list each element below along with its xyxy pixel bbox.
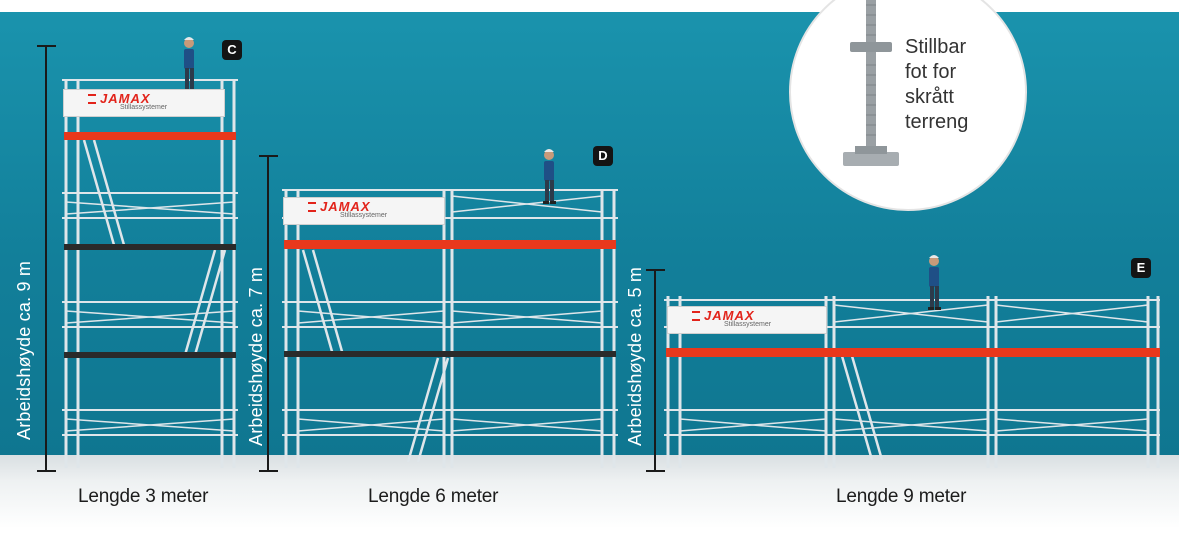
- brand-tagline: Stillassystemer: [340, 212, 388, 219]
- height-label-c: Arbeidshøyde ca. 9 m: [14, 260, 34, 440]
- caption-line-4: terreng: [905, 111, 969, 133]
- platform-c-mid: [64, 244, 236, 250]
- dimension-d: [259, 155, 278, 472]
- dimension-e: [646, 269, 665, 472]
- brand-name: JAMAX: [704, 308, 755, 323]
- badge-e: E: [1131, 258, 1151, 278]
- height-label-e: Arbeidshøyde ca. 5 m: [625, 266, 645, 446]
- dimension-c: [37, 45, 56, 472]
- brand-tagline: Stillassystemer: [120, 104, 168, 111]
- worker-c: [183, 37, 196, 92]
- height-label-d: Arbeidshøyde ca. 7 m: [246, 266, 266, 446]
- scaffold-tower-c: [62, 79, 238, 468]
- scaffold-tower-d: [282, 189, 618, 468]
- worker-d: [543, 149, 556, 204]
- platform-d-top: [284, 240, 616, 249]
- length-label-c: Lengde 3 meter: [78, 486, 209, 507]
- caption-line-1: Stillbar: [905, 36, 967, 58]
- length-label-d: Lengde 6 meter: [368, 486, 499, 507]
- brand-sign-c: JAMAX Stillassystemer: [63, 89, 225, 117]
- jamax-logo-icon: [692, 311, 700, 321]
- platform-c-top: [64, 132, 236, 140]
- platform-c-low: [64, 352, 236, 358]
- brand-name: JAMAX: [100, 91, 151, 106]
- floor-reflection: [0, 455, 1179, 560]
- jamax-logo-icon: [308, 202, 316, 212]
- brand-sign-d: JAMAX Stillassystemer: [283, 197, 445, 225]
- length-label-e: Lengde 9 meter: [836, 486, 967, 507]
- badge-d: D: [593, 146, 613, 166]
- caption-line-2: fot for: [905, 61, 957, 83]
- adjustable-foot-caption: Stillbar fot for skrått terreng: [905, 35, 968, 135]
- brand-tagline: Stillassystemer: [724, 321, 772, 328]
- adjustable-foot-zoom: [789, 0, 1027, 211]
- worker-e: [928, 255, 941, 310]
- caption-line-3: skrått: [905, 86, 954, 108]
- platform-d-low: [284, 351, 616, 357]
- brand-sign-e: JAMAX Stillassystemer: [667, 306, 827, 334]
- badge-c: C: [222, 40, 242, 60]
- platform-e-top: [666, 348, 1160, 357]
- jamax-logo-icon: [88, 94, 96, 104]
- scaffold-tower-e: [664, 296, 1160, 468]
- brand-name: JAMAX: [320, 199, 371, 214]
